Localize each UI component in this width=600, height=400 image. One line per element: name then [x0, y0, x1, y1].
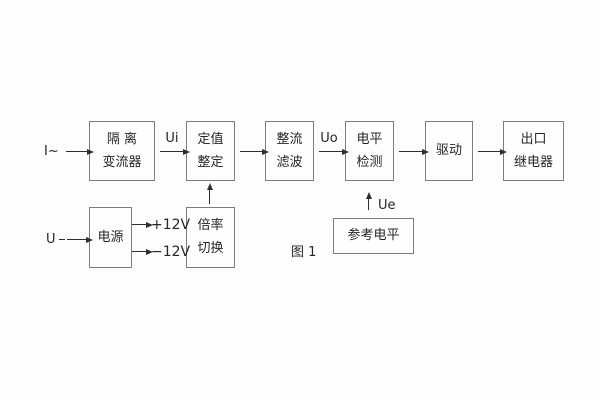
arrow-multiplier-to-setpoint — [209, 189, 211, 204]
block-drive: 驱动 — [425, 121, 473, 181]
block-level-line1: 电平 — [356, 131, 383, 147]
label-rail-neg-12v: −12V — [151, 244, 191, 260]
arrow-setpoint-to-rectifier — [240, 151, 263, 153]
block-output-relay: 出口 继电器 — [503, 121, 564, 181]
block-power-supply: 电源 — [89, 207, 132, 268]
block-rectifier-filter: 整流 滤波 — [265, 121, 314, 181]
block-isolation-transformer: 隔 离 变流器 — [89, 121, 155, 181]
block-multiplier-line1: 倍率 — [197, 218, 224, 233]
label-input-voltage: U — [46, 232, 56, 247]
block-reference-label: 参考电平 — [347, 228, 400, 243]
arrow-reference-to-level — [368, 198, 370, 210]
arrow-rectifier-to-level — [319, 151, 343, 153]
figure-caption: 图 1 — [291, 245, 317, 260]
block-drive-label: 驱动 — [435, 143, 462, 158]
label-signal-ue: Ue — [378, 198, 396, 213]
block-output-relay-line2: 继电器 — [513, 154, 553, 170]
block-output-relay-line1: 出口 — [520, 131, 547, 147]
block-level-detect: 电平 检测 — [345, 121, 394, 181]
block-isolation-line1: 隔 离 — [106, 131, 138, 147]
block-setpoint-line2: 整定 — [197, 154, 224, 170]
block-rectifier-line1: 整流 — [276, 131, 303, 147]
block-multiplier-line2: 切换 — [197, 241, 224, 256]
block-setpoint-line1: 定值 — [197, 131, 224, 147]
label-signal-uo: Uo — [320, 131, 338, 146]
arrow-drive-to-output — [478, 151, 501, 153]
block-reference-level: 参考电平 — [333, 218, 414, 254]
arrow-power-neg-rail — [132, 251, 147, 253]
arrow-input-to-power — [67, 239, 87, 241]
arrow-isolation-to-setpoint — [160, 151, 184, 153]
block-setpoint-adjust: 定值 整定 — [186, 121, 235, 181]
label-signal-ui: Ui — [165, 131, 179, 146]
dash-voltage-input — [59, 239, 65, 241]
block-rectifier-line2: 滤波 — [276, 154, 303, 170]
block-power-label: 电源 — [97, 229, 124, 245]
arrow-input-to-isolation — [66, 151, 88, 153]
label-rail-pos-12v: +12V — [151, 217, 191, 233]
arrow-power-pos-rail — [132, 224, 147, 226]
label-input-current: I~ — [44, 144, 59, 159]
block-level-line2: 检测 — [356, 154, 383, 170]
block-multiplier-switch: 倍率 切换 — [186, 207, 235, 268]
block-isolation-line2: 变流器 — [102, 154, 142, 170]
arrow-level-to-drive — [399, 151, 423, 153]
